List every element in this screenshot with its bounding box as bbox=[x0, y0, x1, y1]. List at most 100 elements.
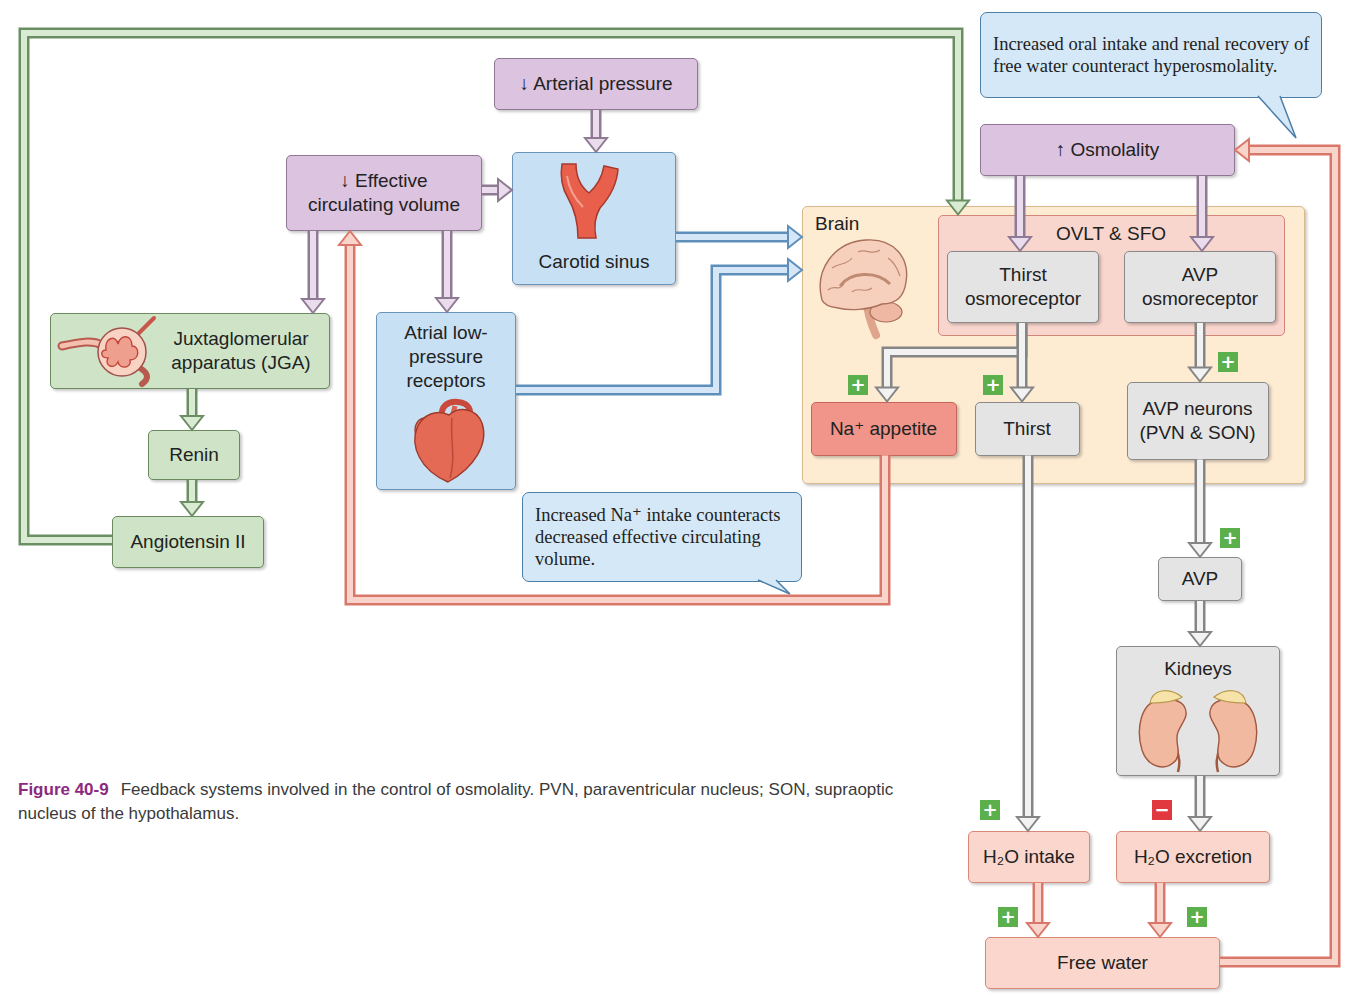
artery-shape bbox=[561, 164, 618, 238]
arrow-head bbox=[436, 298, 458, 312]
node-label: Carotid sinus bbox=[539, 250, 650, 274]
adrenal-gland bbox=[1150, 691, 1182, 703]
effect-sign: + bbox=[983, 375, 1003, 395]
arrow-head bbox=[1189, 817, 1211, 831]
arrow-outline bbox=[1197, 176, 1208, 237]
brain-gyri bbox=[828, 250, 900, 292]
arrow-head bbox=[1189, 632, 1211, 646]
arrow-body bbox=[310, 231, 316, 299]
receptor-box: Atrial low-pressure receptors bbox=[376, 312, 516, 490]
arrow-body bbox=[1197, 776, 1203, 817]
arrow-outline bbox=[516, 270, 788, 390]
arrow-body bbox=[1025, 456, 1031, 818]
pulmonary-vessel bbox=[452, 406, 455, 418]
arrow-outline bbox=[591, 110, 602, 138]
arrow-head bbox=[181, 416, 203, 430]
receptor-box: Carotid sinus bbox=[512, 152, 676, 285]
arrow-outline bbox=[1195, 460, 1206, 544]
arrow-head bbox=[1009, 237, 1031, 251]
efferent-vessel bbox=[138, 318, 154, 334]
sign-badge: + bbox=[998, 907, 1018, 927]
arrow-outline bbox=[887, 323, 1022, 388]
stimulus-box: ↑ Osmolality bbox=[980, 124, 1235, 176]
feedback-arrow bbox=[1149, 883, 1171, 937]
feedback-arrow bbox=[302, 231, 324, 313]
callout-tail bbox=[758, 96, 1296, 594]
sign-badge: + bbox=[980, 800, 1000, 820]
feedback-arrow bbox=[181, 389, 203, 430]
node-label: Increased Na⁺ intake counteracts decreas… bbox=[535, 504, 791, 571]
effect-sign: + bbox=[848, 375, 868, 395]
arrow-head bbox=[498, 179, 512, 201]
response-box: Thirst bbox=[975, 402, 1080, 456]
feedback-arrow bbox=[1189, 601, 1211, 646]
node-label: Renin bbox=[169, 443, 219, 467]
arrow-outline bbox=[187, 389, 198, 416]
effect-sign: − bbox=[1152, 800, 1172, 820]
kidney bbox=[1139, 691, 1186, 772]
ureter bbox=[1176, 748, 1179, 772]
arrow-outline bbox=[442, 231, 453, 298]
feedback-arrow bbox=[1191, 176, 1213, 251]
figure-number: Figure 40-9 bbox=[18, 780, 109, 799]
heart-groove bbox=[450, 418, 453, 478]
arrow-head bbox=[1149, 923, 1171, 937]
afferent-tubule bbox=[62, 342, 102, 346]
arrow-body bbox=[482, 187, 498, 193]
node-label: Increased oral intake and renal recovery… bbox=[993, 33, 1311, 77]
node-label: Brain bbox=[815, 212, 859, 236]
arrow-body bbox=[24, 33, 958, 540]
arrow-body bbox=[1157, 883, 1163, 923]
node-label: AVP neurons (PVN & SON) bbox=[1136, 397, 1260, 445]
brain-region: BrainOVLT & SFOThirst osmoreceptorAVP os… bbox=[802, 206, 1305, 484]
arrow-head bbox=[947, 201, 969, 215]
effect-sign: + bbox=[1220, 528, 1240, 548]
arrow-outline bbox=[24, 33, 958, 540]
node-label: ↑ Osmolality bbox=[1056, 138, 1159, 162]
effect-sign: + bbox=[980, 800, 1000, 820]
callout-tail-shape bbox=[1258, 96, 1296, 138]
feedback-arrow bbox=[1189, 460, 1211, 558]
node-label: Thirst bbox=[1003, 417, 1051, 441]
arrow-body bbox=[516, 270, 788, 390]
arrow-body bbox=[1035, 883, 1041, 923]
capillary-tuft bbox=[102, 337, 138, 367]
node-label: AVP osmoreceptor bbox=[1133, 263, 1267, 311]
glomerular-capsule bbox=[98, 328, 146, 376]
feedback-arrow bbox=[585, 110, 607, 152]
kidneys-picture bbox=[1139, 691, 1256, 772]
heart-body bbox=[415, 410, 484, 482]
cerebrum bbox=[820, 240, 906, 310]
node-label: Juxtaglomerular apparatus (JGA) bbox=[161, 327, 321, 375]
sign-badge: + bbox=[1220, 528, 1240, 548]
arrow-body bbox=[189, 480, 195, 502]
tubule-out bbox=[140, 368, 147, 384]
feedback-arrow bbox=[339, 231, 885, 600]
arrow-head bbox=[1027, 923, 1049, 937]
arrow-outline bbox=[1195, 776, 1206, 817]
arrow-head bbox=[585, 138, 607, 152]
feedback-arrow bbox=[1017, 456, 1039, 832]
node-label: ↓ Effective circulating volume bbox=[295, 169, 473, 217]
arrow-outline bbox=[1023, 456, 1034, 818]
heart-picture bbox=[415, 402, 484, 482]
organ-box: Kidneys bbox=[1116, 646, 1280, 776]
arrow-outline bbox=[350, 245, 885, 600]
arrow-body bbox=[1199, 176, 1205, 237]
artery-highlight bbox=[567, 176, 583, 207]
effect-sign: + bbox=[1187, 907, 1207, 927]
corpus-callosum bbox=[840, 274, 890, 286]
stimulus-box: ↓ Arterial pressure bbox=[494, 58, 698, 110]
arrow-body bbox=[887, 323, 1022, 388]
effect-box: H₂O excretion bbox=[1116, 831, 1270, 883]
node-label: Kidneys bbox=[1164, 657, 1232, 681]
brainstem bbox=[866, 300, 876, 335]
hormone-box: Angiotensin II bbox=[112, 516, 264, 568]
kidney-shape bbox=[1139, 699, 1186, 767]
arrow-head bbox=[1011, 388, 1033, 402]
arrow-body bbox=[189, 389, 195, 416]
arrow-outline bbox=[308, 231, 319, 299]
carotid-artery bbox=[561, 164, 618, 238]
feedback-arrow bbox=[1220, 139, 1335, 962]
feedback-arrow bbox=[1189, 776, 1211, 831]
